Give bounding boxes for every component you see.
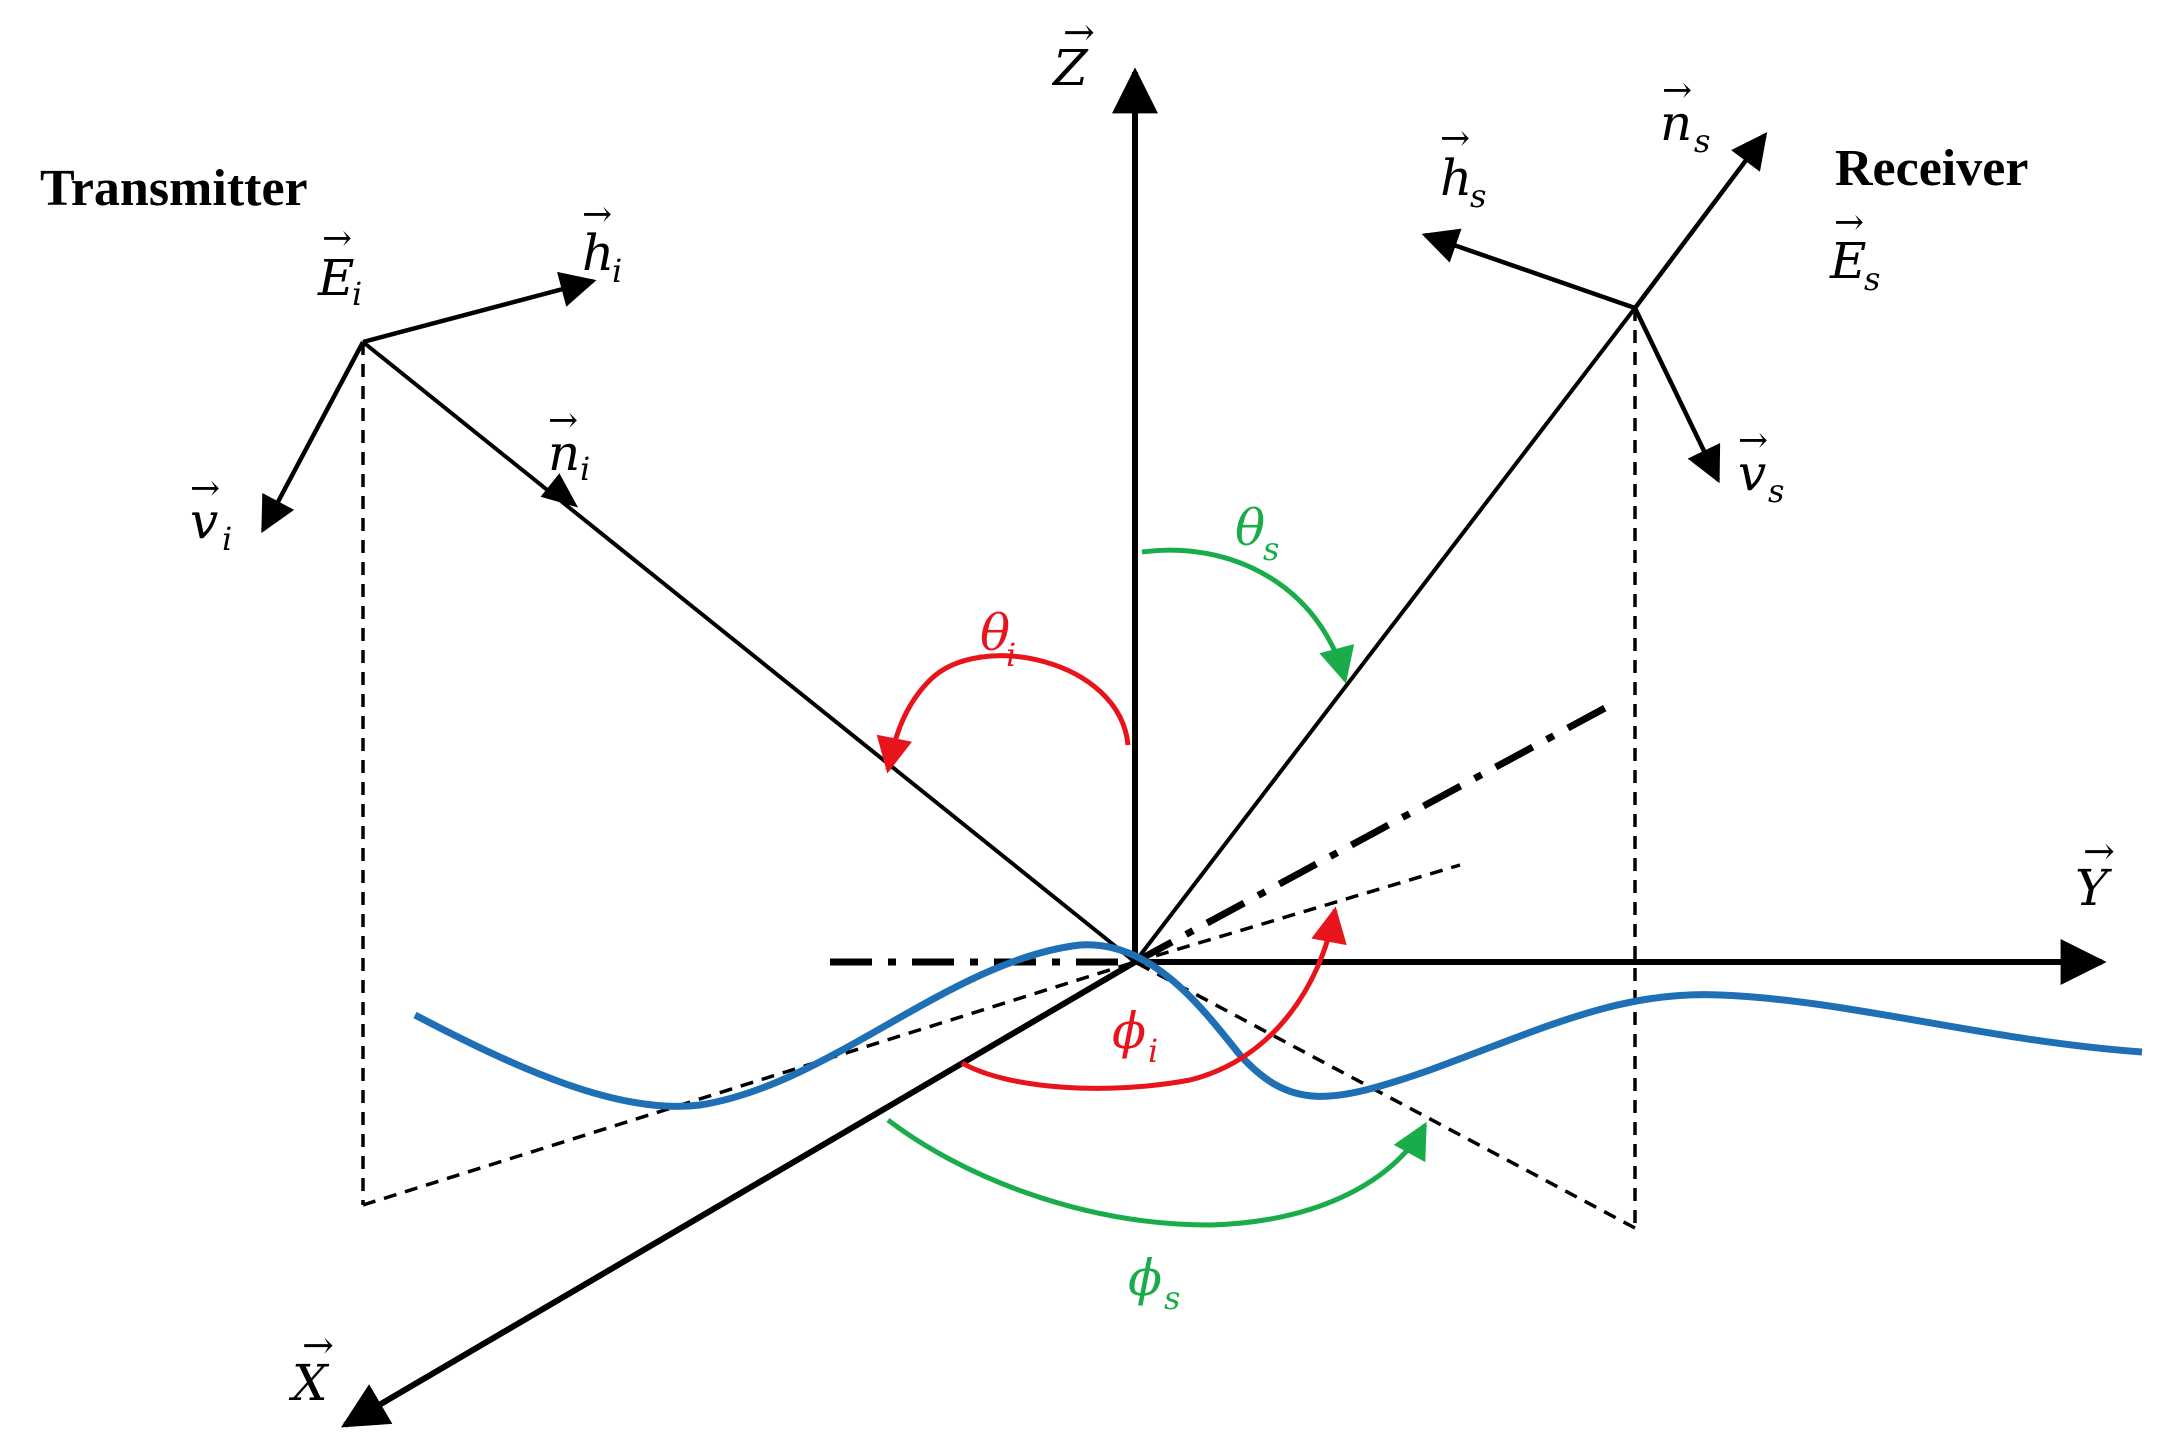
phi-i-arc (960, 906, 1347, 1091)
svg-text:→: → (302, 1323, 334, 1367)
svg-text:→: → (1662, 70, 1692, 111)
svg-text:h: h (1440, 149, 1472, 207)
incident-ray (361, 340, 1137, 964)
n-s-label: n s → (1660, 70, 1710, 160)
phi-s-arc (886, 1118, 1428, 1228)
svg-text:s: s (1470, 177, 1486, 215)
svg-text:→: → (548, 400, 578, 441)
scattered-ray (1133, 306, 1637, 964)
theta-i-arc (876, 653, 1131, 774)
scatter-plane-trace (1134, 863, 1461, 964)
svg-text:E: E (317, 249, 355, 307)
v-s-label: v s → (1738, 420, 1784, 510)
svg-text:Y: Y (2075, 859, 2112, 917)
svg-text:i: i (1148, 1032, 1158, 1070)
e-s-label: E s → (1829, 202, 1880, 298)
theta-s-label: θ s (1235, 499, 1279, 568)
svg-text:→: → (1063, 10, 1095, 54)
z-axis-label: Z → (1051, 10, 1095, 97)
n-i-label: n i → (548, 400, 590, 488)
phi-i-label: ϕ i (1112, 1002, 1158, 1070)
svg-text:i: i (352, 275, 362, 313)
svg-text:ϕ: ϕ (1128, 1249, 1162, 1307)
receiver-label: Receiver (1835, 140, 2028, 197)
phi-s-label: ϕ s (1128, 1249, 1180, 1317)
v-i-label: v i → (190, 468, 232, 558)
svg-text:E: E (1829, 232, 1867, 290)
svg-text:i: i (580, 450, 590, 488)
theta-i-label: θ i (980, 604, 1016, 674)
svg-text:v: v (1738, 444, 1766, 502)
x-axis (341, 959, 1137, 1428)
svg-text:θ: θ (980, 604, 1010, 662)
svg-text:→: → (322, 218, 352, 259)
svg-text:s: s (1694, 122, 1710, 160)
svg-text:→: → (2083, 829, 2115, 873)
theta-s-arc (1141, 547, 1355, 684)
svg-text:Z: Z (1051, 39, 1089, 97)
svg-text:→: → (190, 468, 220, 509)
n-i-arrowhead (540, 473, 579, 508)
x-axis-label: X → (288, 1323, 334, 1412)
svg-text:n: n (548, 424, 580, 482)
n-s-vector (1633, 132, 1768, 310)
h-i-label: h i → (582, 194, 622, 290)
svg-text:i: i (222, 520, 232, 558)
svg-text:→: → (582, 194, 612, 235)
svg-text:θ: θ (1235, 499, 1265, 557)
svg-text:→: → (1738, 420, 1768, 461)
svg-text:ϕ: ϕ (1112, 1002, 1146, 1060)
svg-text:i: i (612, 252, 622, 290)
rough-surface-curve (413, 941, 2143, 1110)
svg-text:s: s (1768, 472, 1784, 510)
v-s-vector (1632, 307, 1721, 484)
svg-text:s: s (1164, 1279, 1180, 1317)
h-s-vector (1421, 228, 1636, 311)
h-s-label: h s → (1440, 118, 1486, 215)
svg-text:v: v (190, 492, 218, 550)
svg-text:X: X (288, 1354, 330, 1412)
svg-text:i: i (1006, 636, 1016, 674)
receiver-ground-projection (1134, 960, 1636, 1230)
svg-text:n: n (1660, 94, 1692, 152)
svg-text:→: → (1440, 118, 1470, 159)
svg-text:→: → (1834, 202, 1864, 243)
svg-text:s: s (1864, 260, 1880, 298)
v-i-vector (261, 340, 365, 534)
svg-text:h: h (582, 224, 614, 282)
dash-dot-line-right (1133, 704, 1607, 966)
e-i-label: E i → (317, 218, 362, 313)
h-i-vector (362, 271, 597, 345)
transmitter-label: Transmitter (40, 160, 308, 217)
svg-text:s: s (1263, 530, 1279, 568)
transmitter-ground-projection (362, 960, 1136, 1207)
y-axis-label: Y → (2075, 829, 2115, 917)
